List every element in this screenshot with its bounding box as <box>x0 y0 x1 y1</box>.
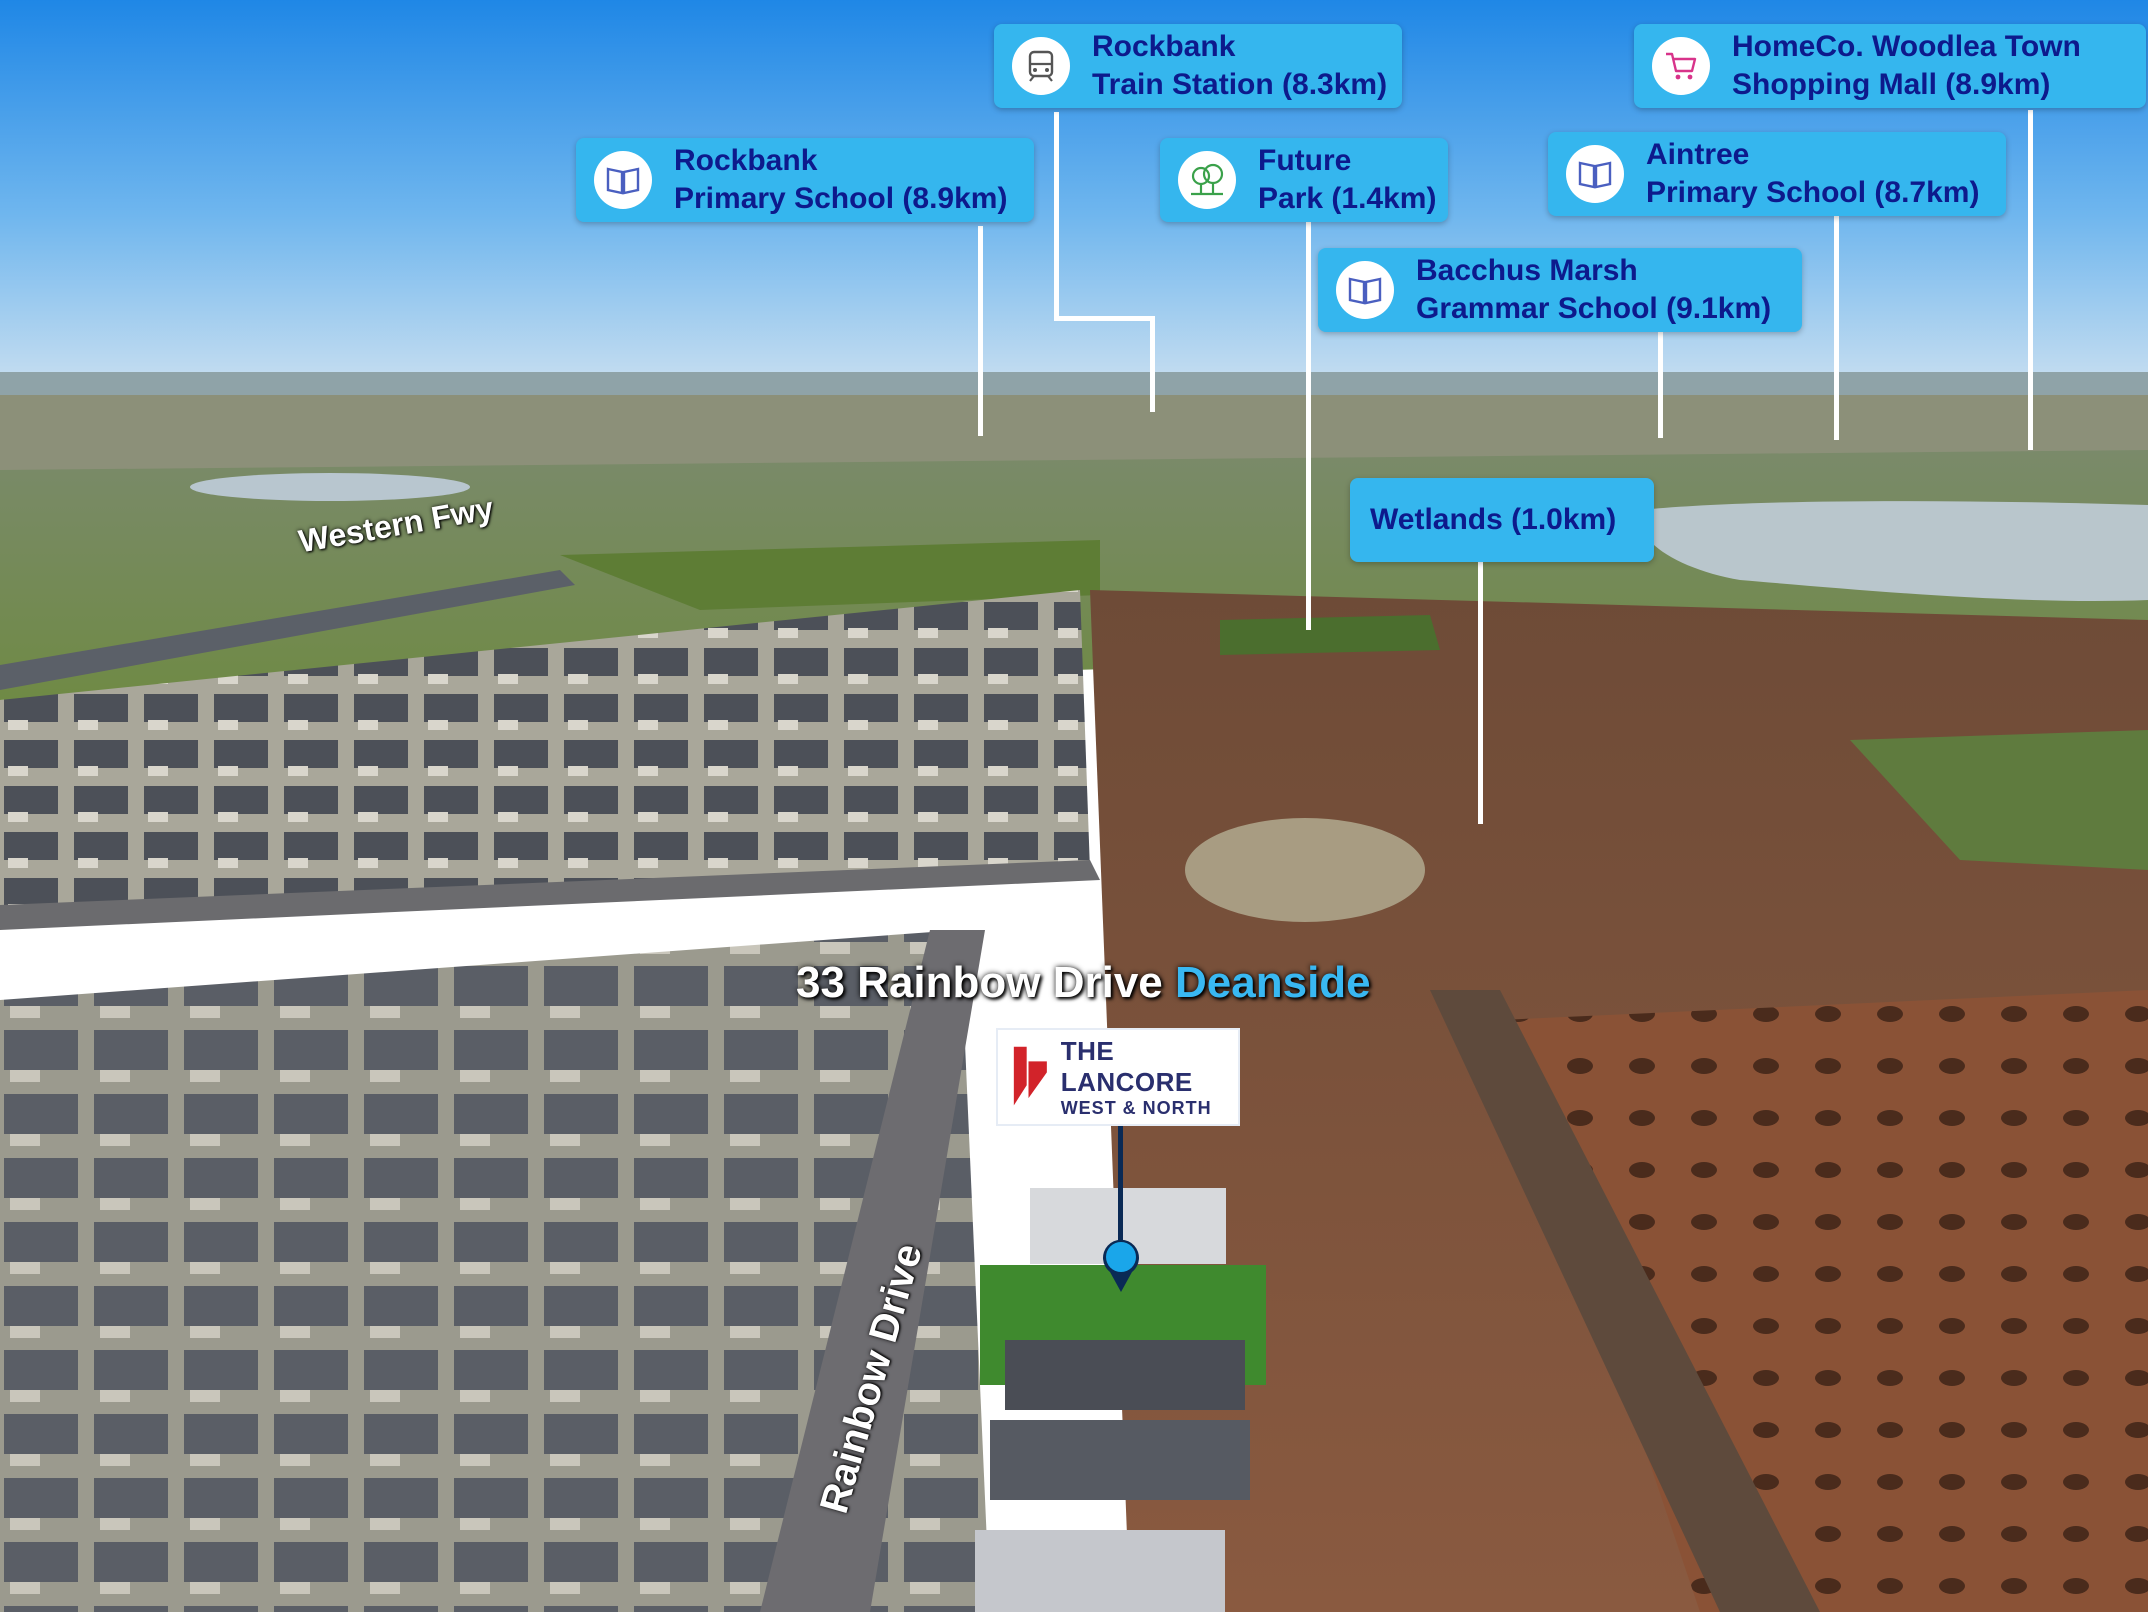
property-address: 33 Rainbow Drive Deanside <box>796 958 1371 1008</box>
leader-line-aintree <box>1834 216 1839 440</box>
tree-icon <box>1178 151 1236 209</box>
leader-line-property <box>1118 1120 1123 1242</box>
callout-line2: Primary School (8.9km) <box>674 182 1008 215</box>
callout-line2: Primary School (8.7km) <box>1646 176 1980 209</box>
book-icon <box>594 151 652 209</box>
leader-line-woodlea <box>2028 110 2033 450</box>
callout-line1: Bacchus Marsh <box>1416 254 1638 287</box>
callout-line1: Wetlands (1.0km) <box>1370 503 1617 536</box>
lancore-logo-mark <box>1013 1046 1047 1106</box>
leader-line-train-station-h <box>1054 316 1154 321</box>
callout-line2: Shopping Mall (8.9km) <box>1732 68 2051 101</box>
book-icon <box>1336 261 1394 319</box>
leader-line-wetlands <box>1478 562 1483 824</box>
callout-wetlands: Wetlands (1.0km) <box>1350 478 1654 562</box>
callout-line2: Grammar School (9.1km) <box>1416 292 1772 325</box>
leader-line-future-park <box>1306 222 1311 630</box>
train-icon <box>1012 37 1070 95</box>
logo-line2: WEST & NORTH <box>1060 1097 1212 1118</box>
leader-line-rockbank-primary <box>978 226 983 436</box>
cart-icon <box>1652 37 1710 95</box>
book-icon <box>1566 145 1624 203</box>
location-pin-icon <box>1103 1239 1139 1292</box>
callout-line2: Train Station (8.3km) <box>1092 68 1388 101</box>
callout-line1: HomeCo. Woodlea Town <box>1732 30 2081 63</box>
address-suburb: Deanside <box>1175 958 1371 1007</box>
address-street: 33 Rainbow Drive <box>796 958 1163 1007</box>
callout-line2: Park (1.4km) <box>1258 182 1437 215</box>
callout-line1: Rockbank <box>674 144 818 177</box>
callout-line1: Aintree <box>1646 138 1750 171</box>
leader-line-train-station <box>1054 112 1059 320</box>
callout-line1: Future <box>1258 144 1352 177</box>
builder-logo: THE LANCORE WEST & NORTH <box>996 1028 1240 1126</box>
leader-line-train-station-v2 <box>1150 316 1155 412</box>
logo-line1: THE LANCORE <box>1060 1035 1193 1097</box>
leader-line-bacchus-marsh <box>1658 332 1663 438</box>
callout-line1: Rockbank <box>1092 30 1236 63</box>
